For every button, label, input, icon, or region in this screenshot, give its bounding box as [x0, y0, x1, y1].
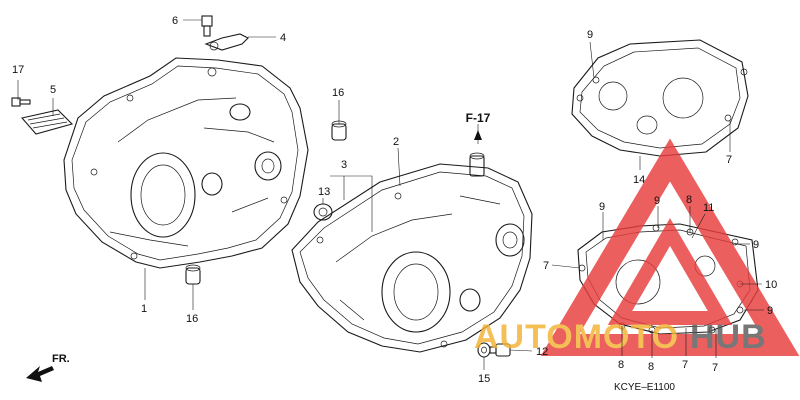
callout-7-bottom: 7 [682, 359, 688, 371]
callout-8-top: 8 [686, 194, 692, 206]
callout-9-top: 9 [587, 29, 593, 41]
oil-seal-13 [313, 203, 333, 221]
callout-13: 13 [318, 186, 330, 198]
reference-f17: F-17 [466, 111, 491, 140]
right-crankcase [291, 152, 533, 353]
callout-11: 11 [703, 202, 714, 214]
dowel-pin-lower [185, 264, 201, 285]
reference-label: F-17 [466, 111, 491, 125]
callout-7-left: 7 [543, 260, 549, 272]
callout-5: 5 [50, 84, 56, 96]
callout-12: 12 [536, 346, 548, 358]
callout-1: 1 [141, 303, 147, 315]
callout-8-bottom-left: 8 [618, 359, 624, 371]
callout-15: 15 [478, 373, 490, 385]
bolt-6 [201, 15, 213, 37]
callout-14: 14 [633, 174, 645, 186]
watermark-text-left: AUTOMOTO [474, 318, 679, 356]
strainer-screen-5 [20, 109, 74, 135]
callout-7-bottom-right: 7 [712, 362, 718, 374]
callout-10: 10 [765, 279, 777, 291]
bolt-17 [11, 97, 31, 107]
callout-6: 6 [172, 15, 178, 27]
clamp-4 [204, 33, 249, 51]
callout-3: 3 [341, 159, 347, 171]
callout-17: 17 [12, 64, 24, 76]
callout-7-upper: 7 [726, 154, 732, 166]
callout-4: 4 [280, 32, 286, 44]
front-arrow: FR. [26, 353, 70, 382]
callout-16-upper: 16 [332, 87, 344, 99]
watermark-text-right: HUB [690, 318, 767, 356]
callout-2: 2 [393, 136, 399, 148]
leader-lines [17, 19, 764, 370]
callout-9-left: 9 [599, 201, 605, 213]
callout-9-lower: 9 [767, 305, 773, 317]
callout-8-bottom-mid: 8 [648, 361, 654, 373]
front-label: FR. [52, 353, 70, 365]
callout-numbers: 6 4 17 5 16 16 1 3 13 2 12 15 9 7 14 9 9… [12, 15, 777, 385]
callout-9-right: 9 [753, 239, 759, 251]
callout-9-mid: 9 [654, 195, 660, 207]
diagram-code: KCYE–E1100 [614, 382, 675, 393]
gasket-upper [571, 39, 749, 157]
callout-16-lower: 16 [186, 313, 198, 325]
left-crankcase [63, 57, 309, 269]
watermark-logo: AUTOMOTO HUB [474, 138, 800, 356]
